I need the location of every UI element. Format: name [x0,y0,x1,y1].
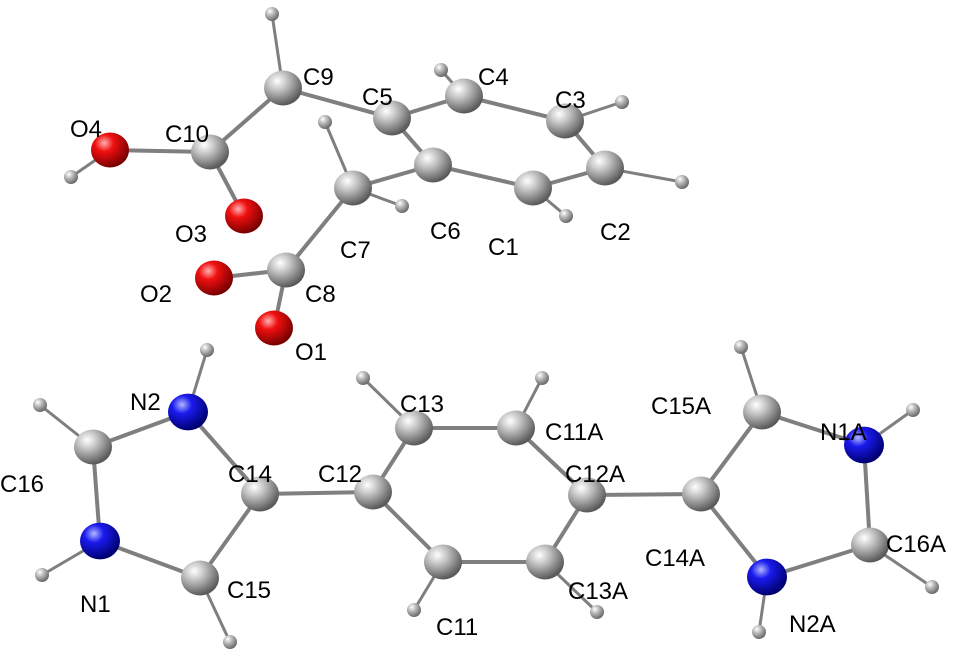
atom-H11 [407,603,421,617]
atom-C7 [334,170,372,206]
atom-C6 [414,147,452,183]
atom-N2A [747,558,787,596]
atom-label-N2: N2 [130,389,161,416]
atom-label-C13A: C13A [568,578,628,605]
atom-C15 [181,560,219,596]
atom-C14 [241,476,279,512]
bonds-layer [38,12,934,644]
atom-label-N1A: N1A [820,419,867,446]
atom-label-C16: C16 [0,471,44,498]
atom-C4 [445,78,483,114]
atom-label-C12: C12 [318,461,362,488]
atom-label-C3: C3 [555,87,586,114]
atom-label-O4: O4 [70,116,102,143]
atom-label-O1: O1 [295,339,327,366]
atom-label-C11A: C11A [545,419,603,446]
atoms-layer [33,7,939,649]
labels-layer: C9C10O4O3C5C4C3C2C1C6C7C8O2O1N2C16N1C14C… [0,64,946,641]
atom-label-O2: O2 [140,281,172,308]
atom-label-C7: C7 [340,237,371,264]
atom-H7a [318,115,332,129]
atom-C13A [526,544,564,580]
atom-C5 [373,100,411,136]
atom-C12A [568,477,606,513]
atom-C15A [743,394,781,430]
atom-H1N [35,568,49,582]
atom-O4 [91,132,129,168]
atom-N1A [844,426,884,464]
atom-H2NA [752,625,766,639]
atom-H15A [734,340,748,354]
atom-label-C8: C8 [305,281,336,308]
atom-N1 [80,522,120,560]
atom-label-O3: O3 [175,221,207,248]
atom-label-C12A: C12A [565,461,625,488]
atom-H16A [925,580,939,594]
atom-H13A [590,605,604,619]
atom-C11 [424,544,462,580]
atom-label-N2A: N2A [789,611,836,638]
atom-label-C15: C15 [227,577,271,604]
atom-label-C4: C4 [478,64,509,91]
atom-O2 [195,260,233,296]
atom-label-C13: C13 [400,391,444,418]
atom-H2 [675,175,689,189]
atom-H9 [265,7,279,21]
atom-H11A [535,371,549,385]
atom-C10 [191,134,229,170]
atom-H4O [64,170,78,184]
atom-C12 [354,474,392,510]
atom-H3 [615,95,629,109]
atom-label-C14: C14 [228,461,272,488]
atom-label-C15A: C15A [651,393,711,420]
atom-label-C10: C10 [165,121,209,148]
atom-H16 [33,398,47,412]
atom-N2 [168,393,208,431]
atom-C9 [264,70,302,106]
atom-label-N1: N1 [80,591,111,618]
atom-label-C11: C11 [436,614,478,641]
atom-H4 [434,63,448,77]
atom-H13 [356,371,370,385]
atom-label-C2: C2 [600,219,631,246]
atom-C16A [851,527,889,563]
atom-label-C9: C9 [303,64,334,91]
atom-O1 [255,310,293,346]
atom-C8 [267,252,305,288]
atom-label-C6: C6 [430,218,461,245]
atom-C11A [497,410,535,446]
atom-C14A [682,476,720,512]
atom-label-C16A: C16A [886,531,946,558]
atom-C13 [395,410,433,446]
atom-H2N [200,343,214,357]
atom-H7b [395,199,409,213]
atom-C16 [74,429,112,465]
atom-label-C14A: C14A [645,545,705,572]
atom-C3 [546,103,584,139]
atom-H1NA [906,403,920,417]
bond-C12A-C14A [585,492,703,497]
atom-H15 [223,635,237,649]
atom-label-C1: C1 [488,234,519,261]
atom-C2 [586,150,624,186]
atom-H1 [559,209,573,223]
atom-label-C5: C5 [362,84,393,111]
atom-C1 [514,170,552,206]
atom-O3 [225,198,263,234]
